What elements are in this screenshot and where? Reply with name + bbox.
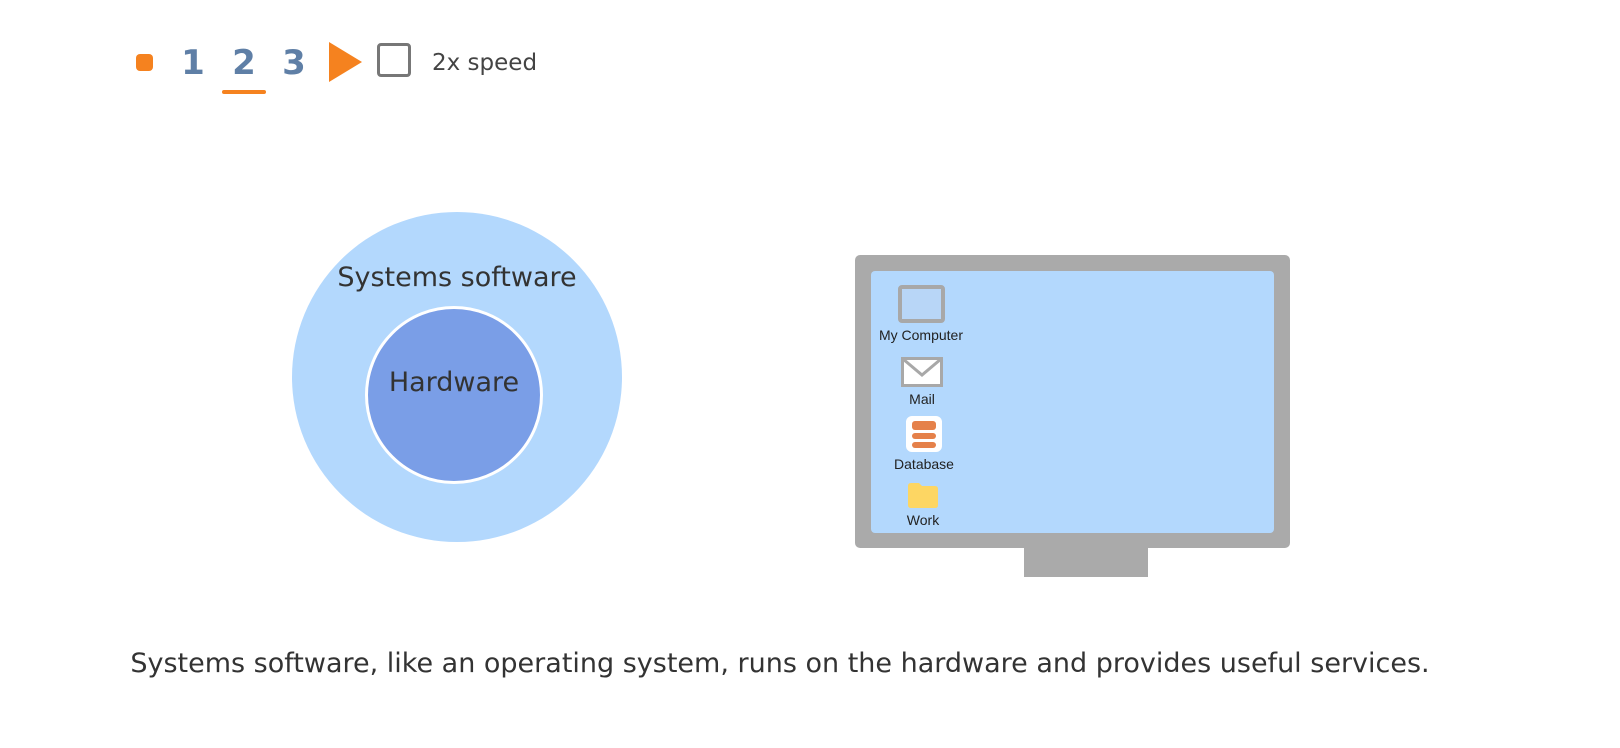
desktop-icon-mail[interactable]: Mail [867,357,977,407]
mail-icon [901,357,943,387]
step-3-button[interactable]: 3 [272,41,316,85]
desktop-icon-database[interactable]: Database [869,416,979,472]
step-2-button[interactable]: 2 [222,41,266,94]
desktop-icon-work[interactable]: Work [868,483,978,528]
database-stripe [912,442,936,448]
database-stripe [912,421,936,430]
desktop-icon-label: Work [906,512,940,528]
speed-label: 2x speed [432,50,538,76]
play-button[interactable] [329,42,362,82]
monitor-frame: My Computer Mail Database [855,255,1290,548]
step-2-label: 2 [232,43,256,83]
folder-icon [908,483,938,508]
desktop-icon-label: Mail [909,391,935,407]
systems-software-label: Systems software [337,262,577,293]
desktop-icon-label: My Computer [878,327,964,343]
hardware-circle: Hardware [365,306,543,484]
hardware-label: Hardware [388,367,520,398]
speed-checkbox[interactable] [377,43,411,77]
step-1-label: 1 [181,43,205,83]
database-icon [906,416,942,452]
desktop-icon-label: Database [894,456,954,472]
caption-text: Systems software, like an operating syst… [130,648,1430,679]
step-1-button[interactable]: 1 [171,41,215,85]
computer-icon [897,285,945,323]
desktop-icon-my-computer[interactable]: My Computer [866,285,976,343]
desktop-screen: My Computer Mail Database [871,271,1274,533]
database-stripe [912,433,936,439]
stop-button[interactable] [136,54,153,71]
step-3-label: 3 [282,43,306,83]
systems-software-circle: Systems software Hardware [292,212,622,542]
monitor-stand [1024,548,1148,577]
